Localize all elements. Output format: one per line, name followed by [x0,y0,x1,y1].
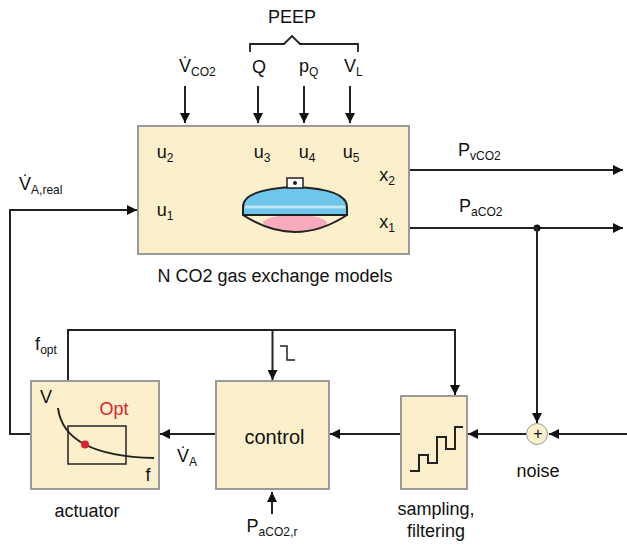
dome-highlight [245,206,345,209]
text-subscript: aCO2,r [259,525,298,539]
input-port: u1 [157,200,174,224]
text-main: f [35,334,40,354]
text-subscript: aCO2 [471,205,502,219]
text-subscript: 1 [388,221,395,235]
output-arrow [537,227,623,229]
peep-bracket [250,36,358,52]
text-main: P [247,516,259,536]
text-main: P [459,196,471,216]
signal-label: PaCO2 [458,196,504,220]
optimum-region [68,426,126,464]
text-main: u [343,142,353,162]
text-main: P [458,140,470,160]
block-title: N CO2 gas exchange models [157,266,392,288]
signal-name: PvCO2 [458,140,501,164]
text-subscript: A [189,455,197,469]
input-port: u4 [299,142,316,166]
signal-label: V̇A,real [18,174,64,198]
block-label: control [244,425,304,449]
axis-label: V [40,387,52,409]
ventilator-dome [243,187,347,215]
text-subscript: vCO2 [470,149,501,163]
group-label: PEEP [268,7,316,29]
text-subscript: 5 [353,151,360,165]
signal-connector [68,330,273,380]
text-subscript: A,real [31,183,62,197]
summing-junction: +noise [526,423,548,445]
text-main: x [379,212,388,232]
text-subscript: CO2 [191,65,216,79]
block-title: noise [516,461,559,483]
text-main: u [299,142,309,162]
text-subscript: L [356,65,363,79]
signal-label: V̇A [176,446,198,470]
output-arrow [410,169,623,171]
text-main: u [157,200,167,220]
signal-connector [468,433,526,435]
airway-port-hole [293,181,297,185]
signal-name: VL [344,56,363,80]
signal-label: fopt [34,334,58,358]
text-subscript: 3 [264,151,271,165]
axis-label: f [145,465,150,487]
input-port: u5 [343,142,360,166]
input-arrow [349,86,351,123]
text-subscript: 2 [167,151,174,165]
text-subscript: Q [309,65,318,79]
state-port: x1 [379,212,395,236]
input-port: u3 [254,142,271,166]
chest-outline [243,215,347,232]
ventilator-illustration [139,127,412,257]
noise-input-arrow [549,433,627,435]
text-subscript: 2 [388,174,395,188]
reference-arrow [271,492,273,514]
sampling-staircase [402,397,470,492]
text-main: u [157,142,167,162]
text-main: x [379,165,388,185]
text-subscript: 4 [309,151,316,165]
text-main: V̇ [179,56,191,76]
input-port: u2 [157,142,174,166]
step-symbol [280,346,295,360]
text-subscript: 1 [167,209,174,223]
actuator-block: VOptfactuator [30,380,160,490]
sum-sign: + [533,426,542,442]
state-port: x2 [379,165,395,189]
text-subscript: opt [40,343,57,357]
model-block: u2u3u4u5u1x2x1N CO2 gas exchange models [137,125,410,255]
block-title: sampling, filtering [386,499,486,542]
text-main: V̇ [19,174,31,194]
signal-connector [160,433,215,435]
signal-connector [410,228,537,423]
input-arrow [257,86,259,123]
signal-connector [330,433,400,435]
block-title: actuator [54,501,119,523]
text-main: p [299,56,309,76]
signal-name: V̇CO2 [179,56,216,80]
optimum-point [81,441,89,449]
staircase-signal [410,427,463,471]
signal-name: pQ [299,56,318,80]
text-main: V [344,56,356,76]
signal-name: Q [252,57,266,79]
controller-block: control [215,380,330,490]
optimum-label: Opt [99,399,128,421]
airway-port [287,178,303,188]
sampler-block: sampling, filtering [400,395,468,490]
input-arrow [303,86,305,123]
text-main: V̇ [177,446,189,466]
input-arrow [184,86,186,123]
text-main: u [254,142,264,162]
reference-signal: PaCO2,r [247,516,298,540]
